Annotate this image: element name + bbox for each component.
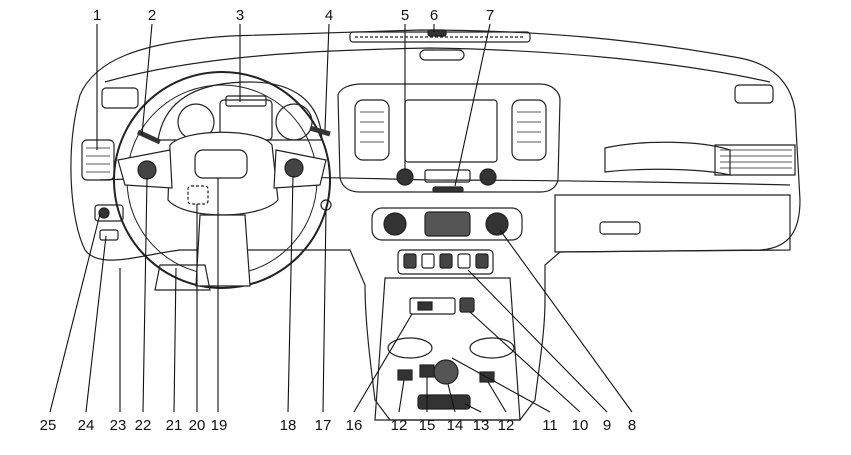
callout-13: 13 bbox=[473, 417, 490, 434]
callout-8: 8 bbox=[628, 417, 636, 434]
glove-box-handle bbox=[599, 221, 641, 235]
left-vent bbox=[81, 139, 115, 181]
center-left-vent bbox=[354, 99, 390, 161]
bottom-callouts: 25 24 23 22 21 20 19 18 17 16 12 15 14 1… bbox=[40, 417, 637, 434]
callout-7: 7 bbox=[486, 7, 494, 24]
console-tray bbox=[417, 394, 471, 410]
callout-3: 3 bbox=[236, 7, 244, 24]
left-vent-slats bbox=[86, 147, 110, 173]
usb-aux bbox=[409, 297, 456, 315]
callout-12-left: 12 bbox=[391, 417, 408, 434]
callout-22: 22 bbox=[135, 417, 152, 434]
callout-25: 25 bbox=[40, 417, 57, 434]
climate-center bbox=[424, 211, 471, 237]
speedometer bbox=[275, 103, 313, 141]
right-climate-knob bbox=[485, 212, 509, 236]
shift-knob bbox=[433, 359, 459, 385]
top-center-speaker bbox=[419, 49, 465, 61]
left-climate-knob bbox=[383, 212, 407, 236]
left-wheel-controls bbox=[137, 160, 157, 180]
callout-20: 20 bbox=[189, 417, 206, 434]
switch-bank bbox=[397, 249, 494, 275]
climate-panel bbox=[371, 207, 523, 241]
top-callouts: 1 2 3 4 5 6 7 bbox=[93, 7, 494, 24]
center-bezel bbox=[337, 83, 561, 193]
cluster-hood bbox=[157, 81, 323, 141]
lower-spoke bbox=[195, 214, 251, 287]
callout-19: 19 bbox=[211, 417, 228, 434]
dashboard-illustration bbox=[70, 29, 801, 421]
steering-hub bbox=[167, 131, 279, 216]
callout-2: 2 bbox=[148, 7, 156, 24]
right-side-vent-top bbox=[734, 84, 774, 104]
callout-9: 9 bbox=[603, 417, 611, 434]
center-console bbox=[374, 277, 521, 421]
right-wheel-controls bbox=[284, 158, 304, 178]
tune-knob bbox=[479, 168, 497, 186]
callout-6: 6 bbox=[430, 7, 438, 24]
hood-release-area bbox=[99, 229, 119, 241]
callout-23: 23 bbox=[110, 417, 127, 434]
callout-5: 5 bbox=[401, 7, 409, 24]
wiper-lever bbox=[309, 125, 331, 137]
infotainment-display bbox=[404, 99, 498, 163]
airbag-badge bbox=[194, 149, 248, 179]
disc-slot bbox=[432, 186, 464, 193]
center-right-vent bbox=[511, 99, 547, 161]
volume-knob bbox=[396, 168, 414, 186]
switch-2 bbox=[421, 253, 435, 269]
left-cupholder bbox=[387, 337, 433, 359]
epb-switch bbox=[419, 364, 435, 378]
callout-15: 15 bbox=[419, 417, 436, 434]
usb-port bbox=[417, 301, 433, 311]
radio-buttons bbox=[424, 169, 471, 183]
lighting-control bbox=[94, 204, 124, 222]
left-side-vent-top bbox=[101, 87, 139, 109]
switch-5 bbox=[475, 253, 489, 269]
center-vent-slats bbox=[360, 111, 541, 143]
callout-14: 14 bbox=[447, 417, 464, 434]
callout-11: 11 bbox=[542, 417, 558, 434]
callout-4: 4 bbox=[325, 7, 333, 24]
switch-1 bbox=[403, 253, 417, 269]
switch-4 bbox=[457, 253, 471, 269]
power-outlet bbox=[459, 297, 475, 313]
turn-signal-lever bbox=[136, 129, 162, 145]
steering-column bbox=[154, 264, 211, 291]
horn-area bbox=[187, 185, 209, 205]
switch-3 bbox=[439, 253, 453, 269]
light-sensor bbox=[427, 29, 447, 37]
callout-18: 18 bbox=[280, 417, 297, 434]
lighting-knob bbox=[98, 207, 110, 219]
callout-1: 1 bbox=[93, 7, 101, 24]
callout-16: 16 bbox=[346, 417, 363, 434]
passenger-trim bbox=[604, 141, 731, 176]
callout-21: 21 bbox=[166, 417, 183, 434]
left-console-button bbox=[397, 369, 413, 381]
right-cupholder bbox=[469, 337, 515, 359]
callout-24: 24 bbox=[78, 417, 95, 434]
glove-box bbox=[554, 194, 791, 253]
cluster-gauges bbox=[225, 95, 267, 107]
leader-lines bbox=[49, 23, 633, 413]
callout-12-right: 12 bbox=[498, 417, 515, 434]
right-vent bbox=[714, 144, 796, 176]
callout-17: 17 bbox=[315, 417, 332, 434]
steering-wheel-rim bbox=[113, 71, 331, 289]
callout-10: 10 bbox=[572, 417, 589, 434]
dash-top-line bbox=[104, 47, 771, 83]
right-vent-slats bbox=[720, 149, 792, 169]
